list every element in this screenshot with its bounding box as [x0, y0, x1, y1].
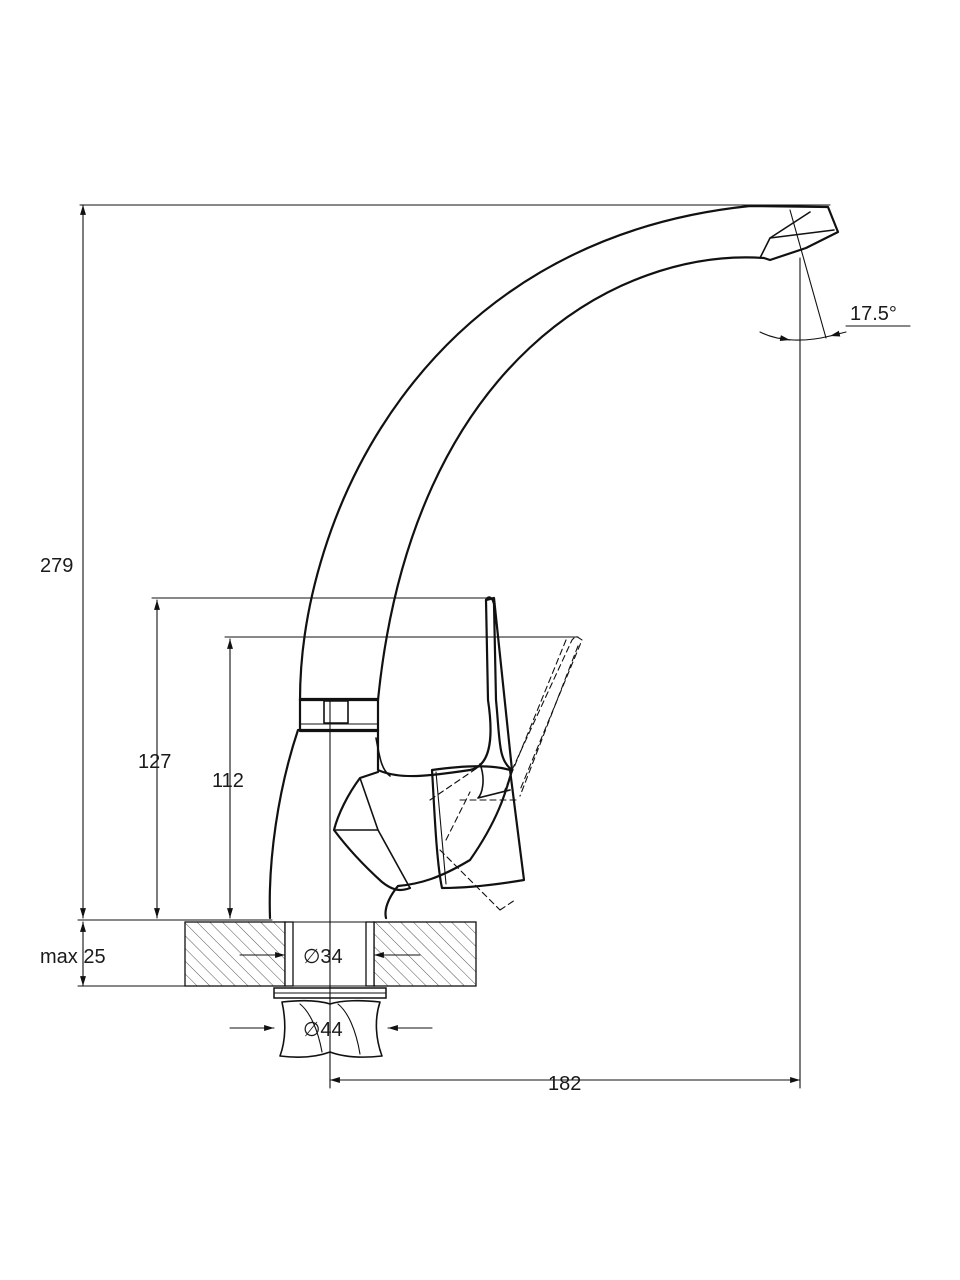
- cartridge-body: [332, 770, 412, 892]
- dimension-lines: [77, 204, 911, 1089]
- label-diameter-44: ∅44: [303, 1019, 343, 1041]
- faucet-spout: [298, 204, 840, 702]
- lever-handle: [430, 765, 526, 890]
- label-max25: max 25: [40, 946, 106, 968]
- countertop-right: [373, 921, 477, 987]
- label-angle: 17.5°: [850, 303, 897, 325]
- lever-blade: [484, 596, 514, 772]
- angle-arc: [759, 331, 831, 341]
- sleeve-right: [365, 921, 375, 987]
- label-182: 182: [548, 1073, 581, 1095]
- collar-screw: [323, 700, 349, 724]
- countertop-left: [184, 921, 286, 987]
- lever-alt-position-1: [429, 635, 583, 801]
- label-112: 112: [212, 770, 244, 792]
- angle-ref-line: [789, 209, 827, 339]
- label-279: 279: [40, 555, 73, 577]
- dimension-labels: 279 127 112 max 25 ∅34 ∅44 182 17.5°: [40, 303, 897, 1095]
- lever-alt-position-2: [439, 791, 519, 911]
- faucet-body: [268, 596, 583, 920]
- collar-ring: [298, 697, 380, 733]
- countertop-section: [184, 921, 477, 987]
- sleeve-left: [284, 921, 294, 987]
- label-127: 127: [138, 751, 171, 773]
- label-diameter-34: ∅34: [303, 946, 343, 968]
